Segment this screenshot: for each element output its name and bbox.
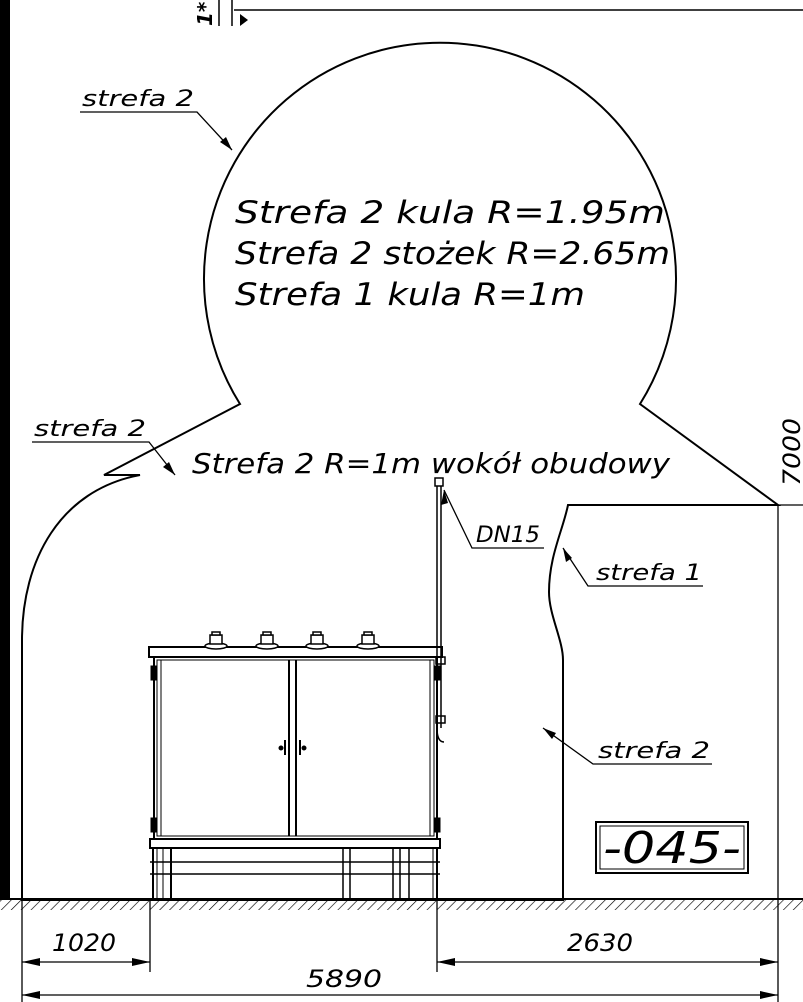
gas-cabinet [148,646,443,899]
note-cone-zone2: Strefa 2 stożek R=2.65m [235,236,670,272]
dim-overall-width: 5890 [306,965,382,993]
label-strefa2-mid: strefa 2 [32,417,176,476]
dim-left-offset: 1020 [52,929,116,957]
note-housing-zone2: Strefa 2 R=1m wokół obudowy [192,447,670,480]
ground [0,898,803,910]
dim-height: 7000 [778,418,803,486]
svg-text:strefa 2: strefa 2 [598,739,710,764]
pipe-label: DN15 [476,523,540,548]
label-dn15: DN15 [441,489,544,549]
zone-notes: Strefa 2 kula R=1.95m Strefa 2 stożek R=… [192,195,670,480]
dim-right-offset: 2630 [567,929,633,957]
drawing-tag: -045- [595,821,749,874]
drawing-number: -045- [603,823,741,874]
svg-text:strefa 1: strefa 1 [596,561,702,586]
svg-text:strefa 2: strefa 2 [34,417,146,442]
label-strefa2-right: strefa 2 [542,727,712,765]
frame-border: 1* [0,0,803,900]
note-sphere-zone2: Strefa 2 kula R=1.95m [235,195,665,231]
title-marker: 1* [193,1,217,26]
vent-pipe-dn15 [434,477,446,743]
label-strefa2-top: strefa 2 [80,87,233,151]
svg-text:strefa 2: strefa 2 [82,87,194,112]
label-strefa1: strefa 1 [562,547,703,587]
roof-vents [204,631,380,650]
dimensions [21,504,803,1002]
note-sphere-zone1: Strefa 1 kula R=1m [235,277,585,313]
